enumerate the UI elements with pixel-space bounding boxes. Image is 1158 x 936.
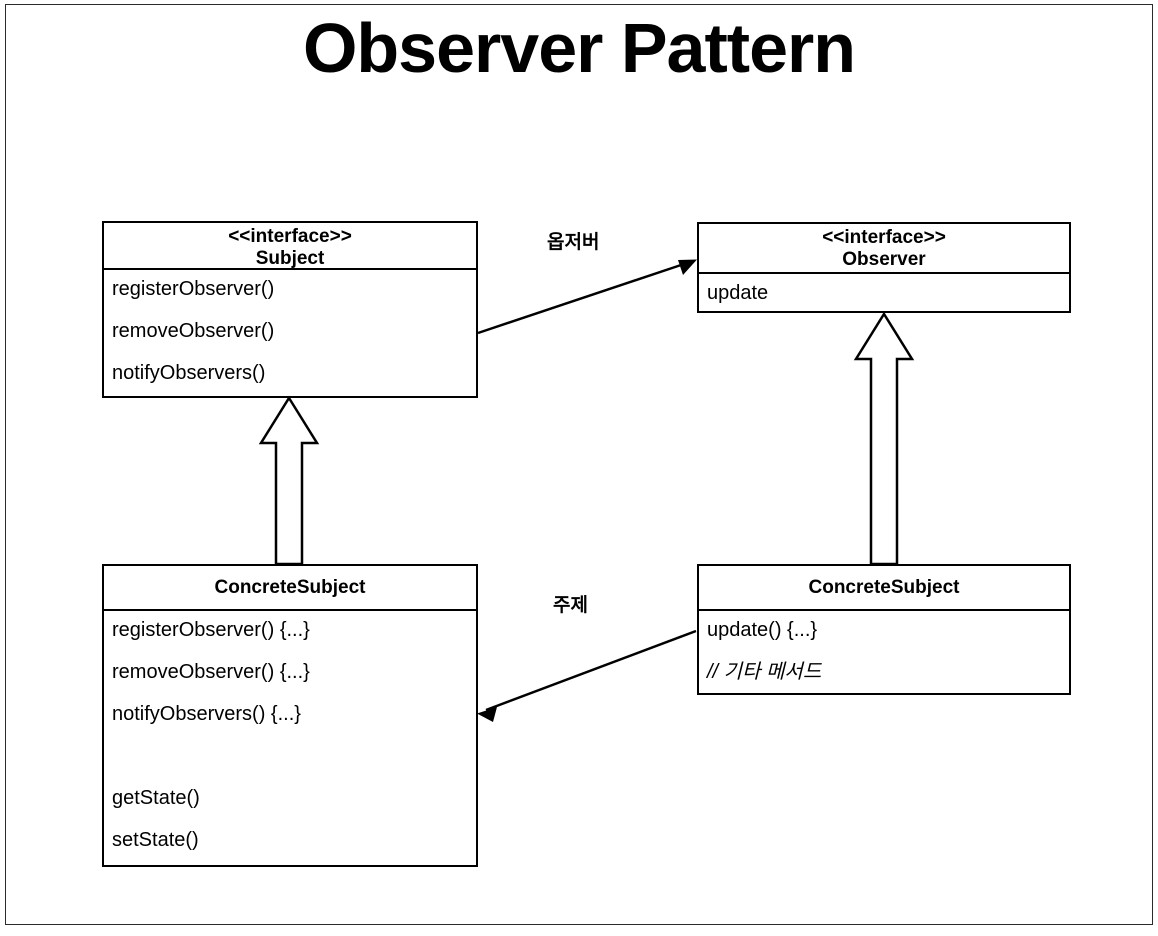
class-member-spacer [112, 746, 476, 788]
class-header-observer: <<interface>> Observer [699, 224, 1069, 274]
class-member: notifyObservers() [112, 362, 266, 384]
class-member: setState() [112, 829, 199, 851]
class-name-concrete-subject: ConcreteSubject [214, 577, 366, 598]
class-members-subject: registerObserver() removeObserver() noti… [104, 270, 476, 405]
class-members-observer: update [699, 274, 1069, 325]
edge-label-observer: 옵저버 [547, 232, 600, 253]
class-name-subject: Subject [255, 248, 325, 269]
class-box-observer[interactable]: <<interface>> Observer update [697, 222, 1071, 313]
class-member: update [707, 282, 769, 304]
class-members-concrete-observer: update() {...} // 기타 메서드 [699, 611, 1069, 704]
class-member: registerObserver() {...} [112, 619, 310, 641]
class-box-concrete-subject[interactable]: ConcreteSubject registerObserver() {...}… [102, 564, 478, 867]
edge-label-subject: 주제 [553, 595, 588, 616]
class-members-concrete-subject: registerObserver() {...} removeObserver(… [104, 611, 476, 872]
class-header-subject: <<interface>> Subject [104, 223, 476, 270]
class-name-concrete-observer: ConcreteSubject [808, 577, 960, 598]
edge-generalization-concrete-observer [853, 311, 915, 566]
class-member: notifyObservers() {...} [112, 703, 301, 725]
class-stereotype-subject: <<interface>> [228, 226, 352, 247]
class-stereotype-observer: <<interface>> [822, 227, 946, 248]
edge-concrete-observer-to-concrete-subject [477, 629, 697, 722]
class-name-observer: Observer [842, 249, 926, 270]
class-box-subject[interactable]: <<interface>> Subject registerObserver()… [102, 221, 478, 398]
class-header-concrete-observer: ConcreteSubject [699, 566, 1069, 611]
class-member: update() {...} [707, 619, 818, 641]
class-member: removeObserver() [112, 320, 275, 342]
class-box-concrete-observer[interactable]: ConcreteSubject update() {...} // 기타 메서드 [697, 564, 1071, 695]
page-title: Observer Pattern [302, 9, 856, 87]
edge-subject-to-observer [477, 259, 697, 335]
edge-generalization-concrete-subject [258, 395, 320, 566]
class-member: removeObserver() {...} [112, 661, 310, 683]
class-member-comment: // 기타 메서드 [707, 661, 822, 683]
class-member: registerObserver() [112, 278, 275, 300]
class-member: getState() [112, 787, 200, 809]
class-header-concrete-subject: ConcreteSubject [104, 566, 476, 611]
